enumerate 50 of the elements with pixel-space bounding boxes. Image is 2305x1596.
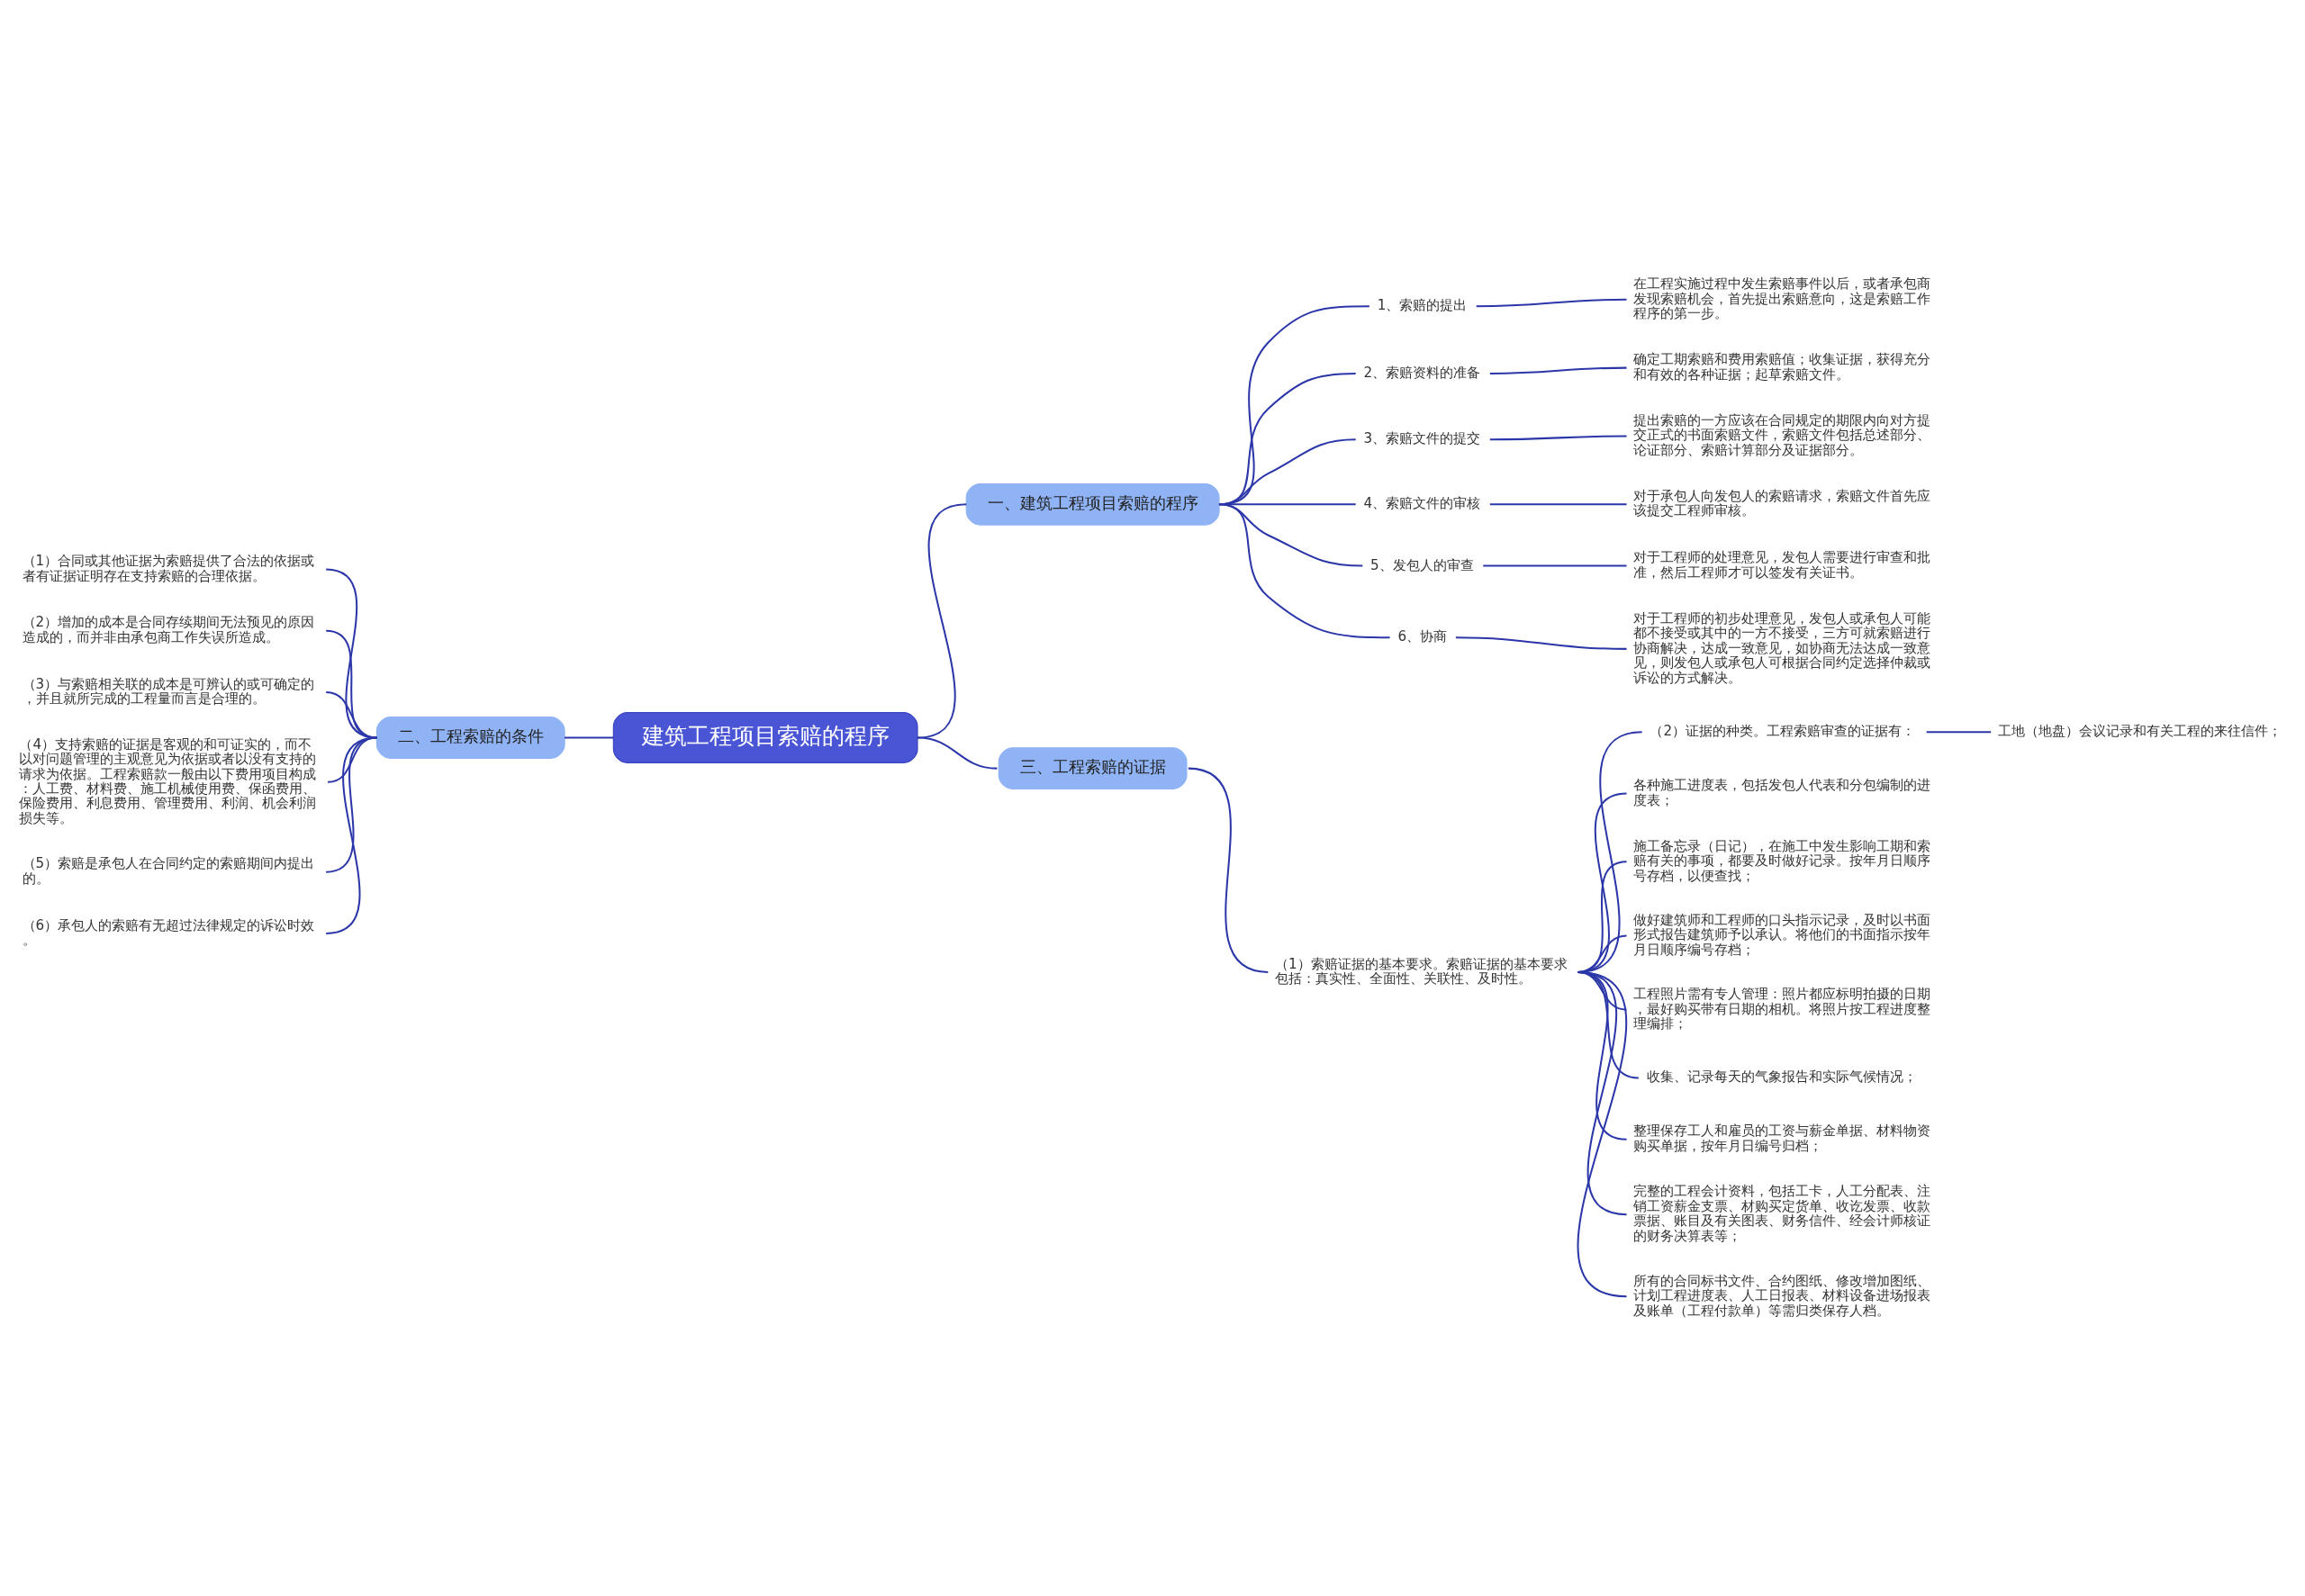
connector [326, 690, 377, 739]
connector [1489, 503, 1627, 506]
connector [1489, 435, 1627, 441]
connector [1188, 767, 1269, 973]
node-text: 1、索赔的提出 [1377, 297, 1468, 314]
node-text: 对于工程师的初步处理意见，发包人或承包人可能都不接受或其中的一方不接受，三方可就索赔进行协商解决，达成一致意见，如协商无法达成一致意见，则发包人或承包人可根据合同约定选择仲裁或诉讼的方式解决。 [1633, 609, 1931, 686]
node-box: 建筑工程项目索赔的程序 [612, 712, 918, 763]
node-text: 6、协商 [1397, 628, 1448, 645]
node-text: （2）证据的种类。工程索赔审查的证据有： [1650, 723, 1916, 740]
node-text: （5）索赔是承包人在合同约定的索赔期间内提出的。 [22, 855, 315, 887]
connector [1577, 970, 1627, 1298]
node-text: 3、索赔文件的提交 [1363, 430, 1481, 447]
connector [917, 736, 998, 770]
node-text: 所有的合同标书文件、合约图纸、修改增加图纸、计划工程进度表、人工日报表、材料设备进场报表及账单（工程付款单）等需归类保存人档。 [1633, 1272, 1931, 1319]
node-text: （4）支持索赔的证据是客观的和可证实的，而不以对问题管理的主观意见为依据或者以没有支持的请求为依据。工程索赔款一般由以下费用项目构成：人工费、材料费、施工机械使用费、保函费用、保险费用、利息费用、管理费用、利润、机会利润损失等。 [19, 735, 317, 826]
node-box: 二、工程索赔的条件 [375, 717, 565, 759]
node-text: 工地（地盘）会议记录和有关工程的来往信件； [1997, 723, 2282, 740]
node-text: 各种施工进度表，包括发包人代表和分包编制的进度表； [1633, 777, 1931, 808]
node-text: 收集、记录每天的气象报告和实际气候情况； [1647, 1069, 1918, 1086]
connector [325, 568, 377, 739]
node-text: （1）索赔证据的基本要求。索赔证据的基本要求包括：真实性、全面性、关联性、及时性。 [1274, 955, 1568, 987]
node-text: 对于承包人向发包人的索赔请求，索赔文件首先应该提交工程师审核。 [1633, 488, 1931, 519]
connector [325, 736, 377, 934]
node-box: 一、建筑工程项目索赔的程序 [965, 482, 1220, 526]
node-text: 5、发包人的审查 [1370, 556, 1474, 573]
connector [1455, 636, 1627, 650]
connector [1476, 298, 1627, 308]
node-text: （6）承包人的索赔有无超过法律规定的诉讼时效。 [22, 916, 315, 949]
connector [1218, 503, 1390, 639]
node-text: 整理保存工人和雇员的工资与薪金单据、材料物资购买单据，按年月日编号归档； [1633, 1123, 1931, 1154]
connector [1926, 731, 1992, 734]
node-text: 对于工程师的处理意见，发包人需要进行审查和批准，然后工程师才可以签发有关证书。 [1633, 549, 1931, 581]
node-text: 施工备忘录（日记），在施工中发生影响工期和索赔有关的事项，都要及时做好记录。按年月日顺序号存档，以便查找； [1633, 837, 1931, 884]
node-text: 2、索赔资料的准备 [1363, 364, 1481, 381]
connector [1483, 564, 1627, 567]
connector [326, 629, 377, 739]
node-text: 提出索赔的一方应该在合同规定的期限内向对方提交正式的书面索赔文件，索赔文件包括总述部分、论证部分、索赔计算部分及证据部分。 [1633, 411, 1931, 458]
node-text: （2）增加的成本是合同存续期间无法预见的原因造成的，而并非由承包商工作失误所造成。 [22, 614, 315, 645]
node-text: 工程照片需有专人管理：照片都应标明拍摄的日期，最好购买带有日期的相机。将照片按工程进度整理编排； [1633, 986, 1931, 1032]
node-text: （1）合同或其他证据为索赔提供了合法的依据或者有证据证明存在支持索赔的合理依据。 [22, 553, 315, 584]
connector [565, 736, 614, 739]
node-box: 三、工程索赔的证据 [998, 747, 1188, 789]
node-text: 4、索赔文件的审核 [1363, 495, 1481, 512]
node-text: （3）与索赔相关联的成本是可辨认的或可确定的，并且就所完成的工程量而言是合理的。 [22, 675, 315, 708]
node-text: 在工程实施过程中发生索赔事件以后，或者承包商发现索赔机会，首先提出索赔意向，这是索赔工作程序的第一步。 [1633, 275, 1931, 322]
node-text: 做好建筑师和工程师的口头指示记录，及时以书面形式报告建筑师予以承认。将他们的书面指示按年月日顺序编号存档； [1633, 911, 1931, 958]
connector [1489, 366, 1627, 374]
node-text: 完整的工程会计资料，包括工卡，人工分配表、注销工资薪金支票、材购买定货单、收讫发票、收款票据、账目及有关图表、财务信件、经会计师核证的财务决算表等； [1633, 1183, 1931, 1244]
connector [917, 503, 967, 739]
node-text: 确定工期索赔和费用索赔值；收集证据，获得充分和有效的各种证据；起草索赔文件。 [1633, 351, 1931, 383]
